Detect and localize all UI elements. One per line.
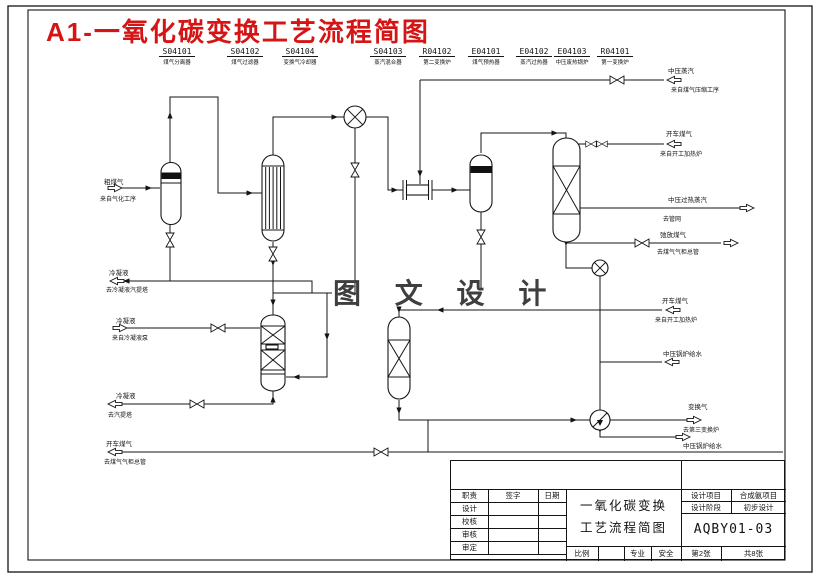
valves: [165, 75, 650, 457]
static-mixer-circle: [343, 105, 367, 129]
equipment-name: 变换气冷却器: [283, 58, 317, 66]
pipe-filter-bottom: [272, 242, 332, 315]
stream-sub: 来自气化工序: [100, 195, 136, 203]
equipment-tag: S04101: [163, 47, 192, 56]
stream-label: 开车煤气: [662, 296, 689, 305]
shift-converter-column: [552, 137, 581, 243]
stream-sub: 来自冷凝液泵: [112, 334, 148, 342]
tb-row-review: 审核: [462, 530, 477, 539]
inner-border: [27, 9, 786, 561]
equipment-tag: R04102: [423, 47, 452, 56]
stream-sub: 去管网: [663, 215, 681, 223]
injector-circle: [589, 409, 611, 431]
equipment-tag: S04102: [231, 47, 260, 56]
stream-label: 开车煤气: [106, 439, 133, 448]
stream-label: 中压锅炉给水: [683, 441, 723, 450]
tb-sheet-no: 第2张: [691, 549, 711, 558]
packed-tower: [260, 314, 286, 392]
equipment-tag: E04101: [472, 47, 501, 56]
tb-row-check: 校核: [462, 517, 477, 526]
stream-sub: 来自开工加热炉: [660, 150, 702, 158]
equipment-shapes: [160, 105, 611, 431]
equipment-name: 煤气过滤器: [231, 58, 259, 66]
tb-row-approve: 审定: [462, 543, 477, 552]
inline-steam-mixer: [402, 180, 433, 200]
equipment-tag: R04101: [601, 47, 630, 56]
pipe-filter-top: [272, 116, 344, 155]
stream-connectors: [107, 75, 755, 457]
tb-title-line1: 一氧化碳变换: [579, 498, 667, 513]
equipment-name: 第二变换炉: [423, 58, 451, 66]
equipment-name: 中压废热锅炉: [555, 58, 589, 66]
mixer-circle-small: [591, 259, 609, 277]
watermark-text: 图 文 设 计: [333, 277, 559, 309]
tb-title-line2: 工艺流程简图: [579, 520, 667, 535]
stream-labels: 粗煤气 来自气化工序 冷凝液 去冷凝液汽提塔 冷凝液 来自冷凝液泵 冷凝液 去汽…: [100, 66, 723, 466]
tb-stage-label: 设计阶段: [691, 502, 721, 512]
vessel-gas-separator: [160, 161, 182, 226]
stream-label: 粗煤气: [104, 177, 124, 186]
equipment-tag-labels: S04101 煤气分离器 S04102 煤气过滤器 S04104 变换气冷却器 …: [159, 47, 633, 66]
stream-sub: 去煤气气柜总管: [657, 248, 699, 256]
stream-sub: 去第三变换炉: [683, 426, 719, 434]
drawing-title: A1-一氧化碳变换工艺流程简图: [46, 17, 430, 47]
stream-label: 冷凝液: [116, 316, 136, 325]
pipe-condensate-out: [112, 280, 313, 293]
tb-discipline-value: 安全: [658, 549, 674, 558]
equipment-name: 煤气预热器: [472, 58, 500, 66]
stream-sub: 去冷凝液汽提塔: [106, 286, 148, 294]
equipment-name: 蒸汽过热器: [520, 58, 548, 66]
tb-sheet-total: 共8张: [743, 549, 764, 558]
tb-stage-value: 初步设计: [743, 502, 774, 512]
tb-row-design: 设计: [462, 504, 477, 513]
stream-label: 弛放煤气: [660, 230, 687, 239]
stream-sub: 来自煤气压缩工序: [671, 86, 719, 94]
stream-label: 中压锅炉给水: [663, 349, 703, 358]
tb-col-date: 日期: [544, 491, 560, 500]
pipe-bfw-out: [599, 430, 676, 438]
equipment-name: 煤气分离器: [163, 58, 191, 66]
vessel-separator2: [469, 154, 493, 213]
tb-project-label: 设计项目: [691, 490, 721, 500]
stream-label: 冷凝液: [116, 391, 136, 400]
pipe-startup-gas2: [398, 309, 662, 317]
pipe-separator-to-filter: [169, 96, 262, 194]
pipe-shift-gas-out: [398, 400, 688, 421]
title-block: 职责 签字 日期 设计 校核 审核 审定 一氧化碳变换 工艺流程简图 比例 专业…: [450, 460, 786, 561]
tb-scale-label: 比例: [574, 549, 590, 558]
outer-border: [7, 5, 813, 573]
equipment-tag: E04102: [520, 47, 549, 56]
tb-discipline-label: 专业: [630, 549, 645, 558]
vessel-gas-filter: [261, 154, 285, 242]
equipment-tag: S04103: [374, 47, 403, 56]
stream-label: 变换气: [688, 402, 708, 411]
pipe-mixer-feed: [366, 116, 403, 191]
equipment-name: 第一变换炉: [601, 58, 629, 66]
tb-col-sign: 签字: [505, 491, 521, 500]
equipment-tag: E04103: [558, 47, 587, 56]
tb-col-role: 职责: [462, 491, 477, 500]
stream-sub: 去煤气气柜总管: [104, 458, 146, 466]
stream-label: 冷凝液: [109, 268, 129, 277]
tb-project-value: 合成氨项目: [739, 490, 778, 500]
stream-label: 中压过热蒸汽: [668, 195, 708, 204]
stream-sub: 来自开工加热炉: [655, 316, 697, 324]
flow-arrows: [123, 112, 603, 433]
stream-sub: 去汽提塔: [108, 411, 132, 419]
stream-label: 中压蒸汽: [668, 66, 695, 75]
tb-drawing-number: AQBY01-03: [693, 522, 774, 537]
pipe-tower-return: [286, 293, 328, 378]
equipment-tag: S04104: [286, 47, 315, 56]
packed-column: [387, 316, 411, 400]
equipment-name: 蒸汽混合器: [374, 58, 402, 66]
stream-label: 开车煤气: [666, 129, 693, 138]
pipe-tower-bottom-out: [112, 390, 274, 405]
